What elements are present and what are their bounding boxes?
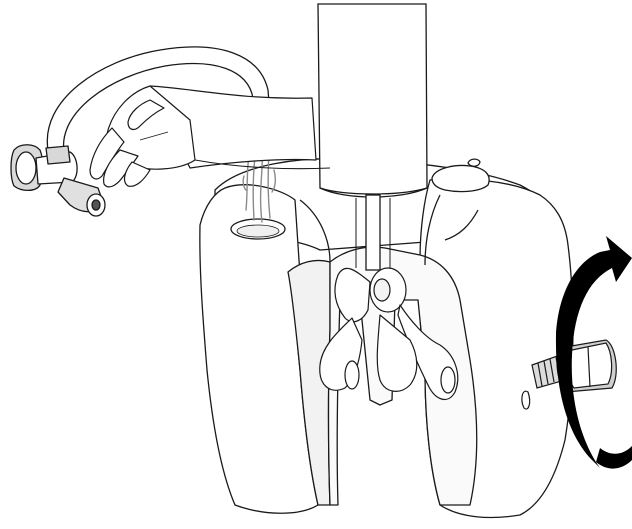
rotation-arrow-tail <box>596 446 632 469</box>
wall-flange-face <box>16 152 36 184</box>
impeller-blade-tip-left <box>345 361 359 389</box>
top-vent <box>432 166 489 192</box>
impeller-blade-tip-right <box>441 367 455 393</box>
hose-band-lower <box>46 146 70 164</box>
impeller-hub-bore <box>374 279 390 301</box>
drain-port <box>522 391 530 409</box>
shaft-rod <box>366 195 380 270</box>
fill-hole-inner <box>237 225 279 237</box>
faucet-spout-bore <box>92 200 100 210</box>
shaft-column <box>318 4 427 194</box>
top-vent-nub <box>468 159 480 166</box>
